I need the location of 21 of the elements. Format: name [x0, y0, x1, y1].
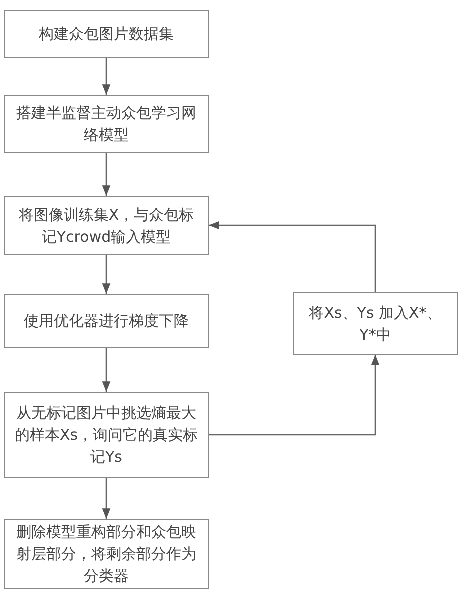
process-box	[4, 294, 209, 348]
arrow	[102, 478, 111, 519]
process-box	[4, 10, 209, 58]
step-text: 将Xs、Ys 加入X*、Y*中	[308, 302, 443, 346]
arrow	[209, 355, 380, 436]
arrow	[102, 348, 111, 392]
arrow	[102, 58, 111, 95]
step-text: 使用优化器进行梯度下降	[24, 311, 189, 332]
step-text: 删除模型重构部分和众包映射层部分，将剩余部分作为分类器	[16, 522, 198, 587]
step-text: 构建众包图片数据集	[39, 24, 174, 45]
process-box	[4, 196, 209, 255]
process-box	[4, 519, 209, 589]
step-text: 搭建半监督主动众包学习网络模型	[16, 103, 198, 146]
process-box	[293, 292, 458, 355]
arrow	[102, 153, 111, 196]
arrow	[102, 255, 111, 294]
process-box	[4, 95, 209, 153]
step-text: 将图像训练集X，与众包标记Ycrowd输入模型	[18, 204, 196, 248]
step-text: 从无标记图片中挑选熵最大的样本Xs，询问它的真实标记Ys	[14, 403, 200, 468]
process-box	[4, 392, 209, 478]
arrow	[209, 221, 376, 292]
